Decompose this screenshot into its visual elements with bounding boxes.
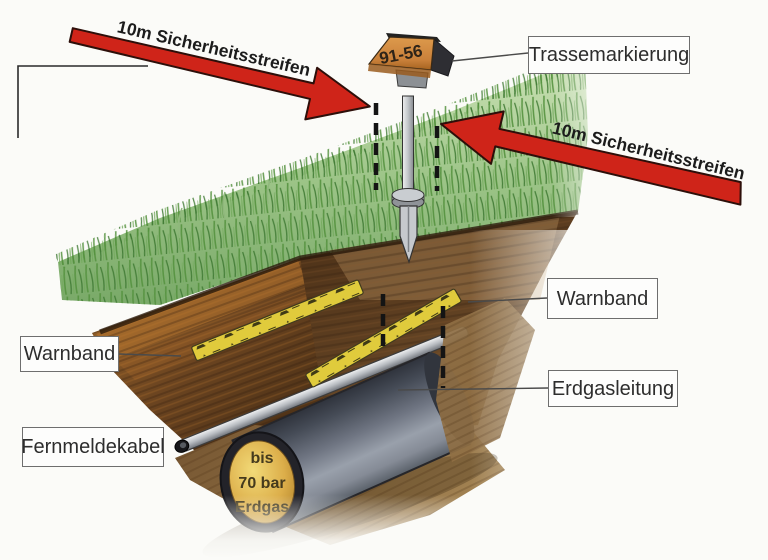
warning-tape-upper <box>191 279 364 361</box>
connector-lines <box>118 52 549 391</box>
label-trassemarkierung: Trassemarkierung <box>528 36 690 74</box>
pipe-face-line1: bis <box>250 450 273 467</box>
connector-erdgasleitung <box>397 387 549 391</box>
topsoil-edge <box>99 209 579 335</box>
connector-trassemarkierung <box>451 52 529 62</box>
arrow-right-shape <box>440 110 742 206</box>
connector-warnband-right <box>467 297 548 303</box>
connector-warnband-left <box>118 353 182 357</box>
grass-surface <box>54 49 589 305</box>
label-warnband-left: Warnband <box>20 336 119 372</box>
marker-sign: 91-56 <box>367 33 455 89</box>
boundary-dashes <box>373 103 446 388</box>
arrow-left-shape <box>68 27 371 121</box>
marker-post <box>391 95 425 264</box>
pipe-face-line2: 70 bar <box>238 475 285 492</box>
bottom-fade <box>120 495 640 560</box>
label-warnband-right: Warnband <box>547 278 658 319</box>
label-fernmeldekabel: Fernmeldekabel <box>21 427 165 467</box>
corner-bracket <box>17 65 148 138</box>
label-erdgasleitung: Erdgasleitung <box>548 370 678 407</box>
